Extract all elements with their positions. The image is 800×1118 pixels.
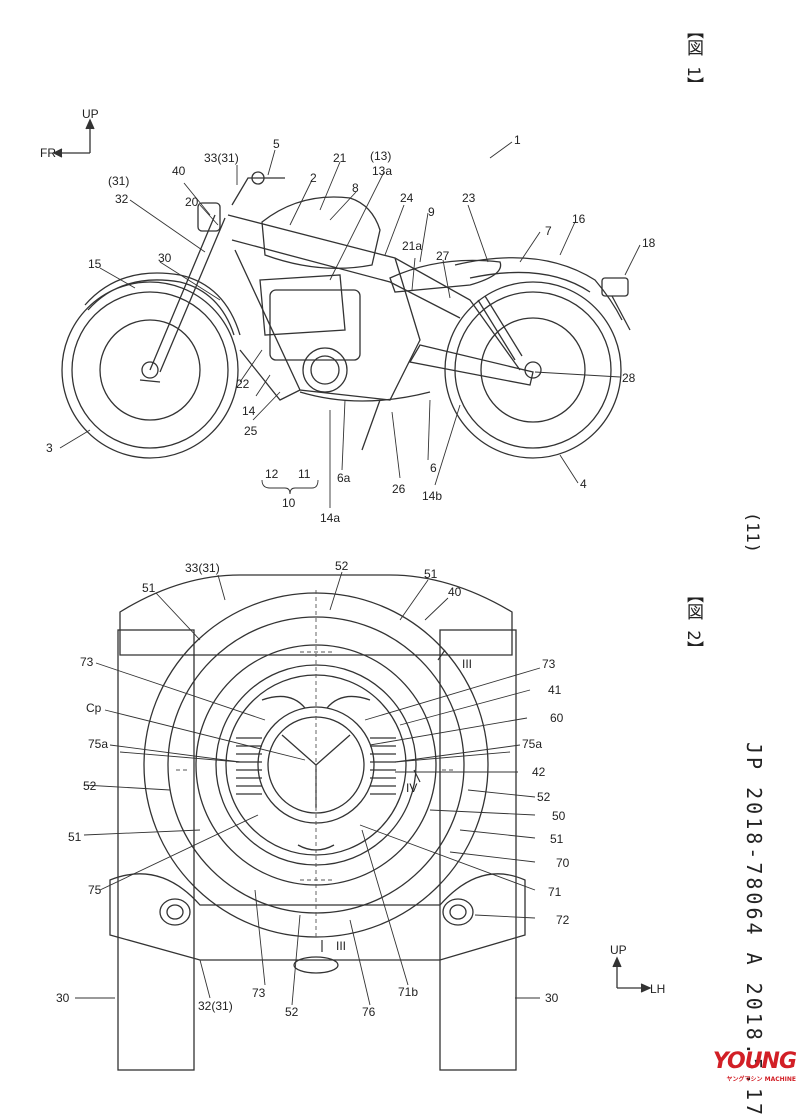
ref2-76: 76 [362,1005,376,1019]
ref2-41: 41 [548,683,562,697]
ref2-75a-left: 75a [88,737,109,751]
ref2-71: 71 [548,885,562,899]
ref-23: 23 [462,191,476,205]
dir-lh-label: LH [650,982,666,996]
ref-13a: 13a [372,164,393,178]
ref2-50: 50 [552,809,566,823]
ref-8: 8 [352,181,359,195]
ref2-30-left: 30 [56,991,70,1005]
ref-1: 1 [514,133,521,147]
ref2-IV: IV [406,781,418,795]
ref-4: 4 [580,477,587,491]
ref-27: 27 [436,249,450,263]
ref-2: 2 [310,171,317,185]
ref2-51-right: 51 [550,832,564,846]
ref-40: 40 [172,164,186,178]
figure1-motorcycle-drawing [52,118,652,1071]
ref-14b: 14b [422,489,443,503]
ref-7: 7 [545,224,552,238]
ref2-42: 42 [532,765,546,779]
ref-3: 3 [46,441,53,455]
ref-14: 14 [242,404,256,418]
figure2-caption: 【図 2】 [683,586,703,658]
watermark-brand: YOUNG [712,1049,797,1074]
ref-5: 5 [273,137,280,151]
ref-12: 12 [265,467,279,481]
ref2-33-31: 33(31) [185,561,220,575]
ref-13-paren: (13) [370,149,392,163]
page-number: (11) [742,512,762,553]
ref2-73-bottom: 73 [252,986,266,1000]
ref2-73-left: 73 [80,655,94,669]
ref2-71b: 71b [398,985,419,999]
watermark-sub: ヤングマシン MACHINE [726,1076,796,1083]
dir-front-label: FR [40,146,56,160]
ref2-52-top: 52 [335,559,349,573]
ref-6: 6 [430,461,437,475]
ref2-51-top-right: 51 [424,567,438,581]
young-machine-logo: YOUNG ヤングマシン MACHINE [712,1049,797,1083]
ref2-52-left: 52 [83,779,97,793]
ref2-32-31: 32(31) [198,999,233,1013]
ref2-III-bottom: III [336,939,347,953]
ref-24: 24 [400,191,414,205]
ref-33-31: 33(31) [204,151,239,165]
ref-9: 9 [428,205,435,219]
dir-up-label-fig2: UP [610,943,627,957]
ref-11: 11 [298,467,311,481]
ref-26: 26 [392,482,406,496]
ref-28: 28 [622,371,636,385]
ref2-72: 72 [556,913,570,927]
ref-15: 15 [88,257,102,271]
ref2-51-top-left: 51 [142,581,156,595]
ref2-40: 40 [448,585,462,599]
ref2-52-bottom: 52 [285,1005,299,1019]
ref-6a: 6a [337,471,351,485]
ref-22: 22 [236,377,250,391]
ref2-60: 60 [550,711,564,725]
ref-21: 21 [333,151,347,165]
ref2-30-right: 30 [545,991,559,1005]
ref2-73-right: 73 [542,657,556,671]
ref2-III-top: III [462,657,473,671]
ref2-75: 75 [88,883,102,897]
ref-32: 32 [115,192,129,206]
ref-31-paren: (31) [108,174,130,188]
ref2-51-left: 51 [68,830,82,844]
ref-16: 16 [572,212,586,226]
ref-30: 30 [158,251,172,265]
figure1-caption: 【図 1】 [683,22,703,94]
ref2-75a-right: 75a [522,737,543,751]
ref2-70: 70 [556,856,570,870]
ref-20: 20 [185,195,199,209]
ref-18: 18 [642,236,656,250]
dir-up-label-fig1: UP [82,107,99,121]
ref-21a: 21a [402,239,423,253]
ref2-52-right: 52 [537,790,551,804]
patent-number: JP 2018-78064 A 2018.5.17 [742,742,766,1118]
ref2-Cp: Cp [86,701,102,715]
ref-25: 25 [244,424,258,438]
ref-14a: 14a [320,511,341,525]
ref-10: 10 [282,496,296,510]
patent-drawing-page: 【図 1】 (11) 【図 2】 JP 2018-78064 A 2018.5.… [40,22,797,1118]
